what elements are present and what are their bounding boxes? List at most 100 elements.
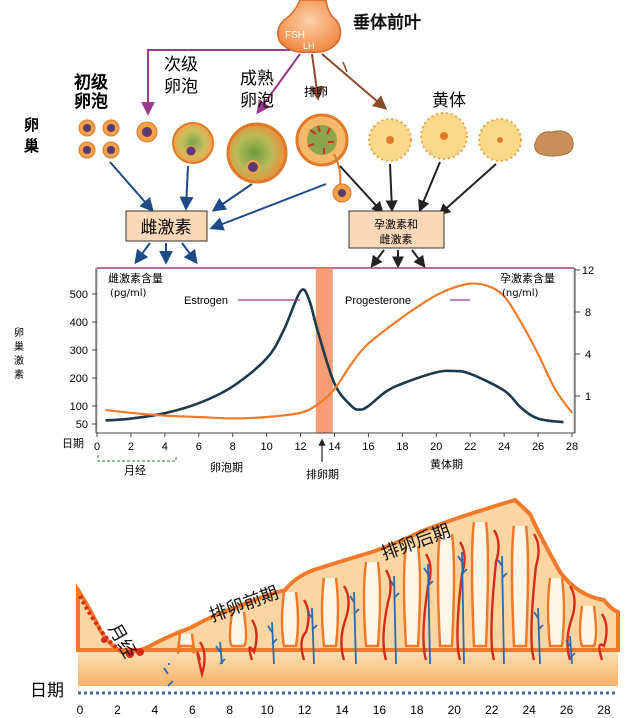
secondary-follicle-label-2: 卵泡	[164, 77, 198, 97]
endometrium-day-tick: 14	[335, 703, 349, 717]
endometrium-day-tick: 28	[597, 703, 611, 717]
x-tick-label: 24	[498, 441, 510, 453]
ovulation-label: 排卵	[304, 85, 328, 99]
phase-follicular: 卵泡期	[210, 460, 243, 474]
chart-side-label: 卵 巢 激 素	[14, 327, 24, 381]
right-axis-unit: (ng/ml)	[502, 288, 538, 299]
x-tick-label: 26	[532, 441, 544, 453]
x-tick-label: 6	[196, 441, 202, 453]
estrogen-series-line	[105, 288, 564, 424]
estrogen-box: 雌激素	[125, 210, 208, 242]
left-tick-label: 50	[76, 419, 88, 431]
lh-label: LH	[303, 41, 315, 51]
side-label-3: 激	[14, 354, 24, 367]
corpus-luteum-series	[368, 112, 574, 162]
endometrium-day-tick: 4	[152, 703, 159, 717]
endometrial-glands	[176, 521, 598, 654]
mature-follicle	[226, 122, 288, 184]
endometrium-day-tick: 16	[373, 703, 387, 717]
left-tick-label: 500	[70, 289, 88, 301]
left-tick-label: 400	[70, 317, 88, 329]
endometrium-day-tick: 2	[114, 703, 121, 717]
right-tick-label: 4	[585, 349, 591, 361]
endometrium-day-tick: 12	[298, 703, 312, 717]
endometrium-day-tick: 18	[410, 703, 424, 717]
endometrium-illustration	[76, 497, 620, 687]
spiral-arteries	[163, 529, 608, 687]
box-to-chart-arrows	[134, 242, 426, 269]
secondary-follicle	[172, 122, 214, 164]
endometrium-day-tick: 20	[448, 703, 462, 717]
x-tick-label: 16	[362, 441, 374, 453]
ovary-label-1: 卵	[24, 116, 39, 134]
x-tick-label: 14	[328, 441, 340, 453]
primary-follicle-label-1: 初级	[74, 72, 108, 93]
endometrium-day-tick: 10	[260, 703, 274, 717]
x-tick-label: 20	[430, 441, 442, 453]
progesterone-series-line	[105, 282, 573, 420]
endometrium-day-tick: 26	[560, 703, 574, 717]
progesterone-box-line2: 雌激素	[380, 232, 413, 246]
pituitary-title: 垂体前叶	[353, 12, 421, 33]
phase-luteal: 黄体期	[430, 457, 463, 471]
primary-follicle-label-2: 卵泡	[74, 91, 108, 112]
x-tick-label: 8	[230, 441, 236, 453]
small-follicle	[136, 121, 158, 143]
endometrium-day-tick: 0	[77, 703, 84, 717]
endometrium-surface	[76, 497, 620, 655]
corpus-luteum-label: 黄体	[432, 91, 466, 111]
x-tick-label: 10	[261, 441, 273, 453]
endometrium-day-tick: 6	[189, 703, 196, 717]
menstruation-bracket	[97, 455, 177, 462]
x-tick-label: 12	[294, 441, 306, 453]
endometrium-base	[78, 650, 618, 686]
left-tick-label: 300	[70, 345, 88, 357]
x-axis-prefix: 日期	[62, 437, 84, 450]
released-ovum	[332, 183, 352, 203]
left-axis-unit: (pg/ml)	[110, 288, 146, 299]
left-tick-label: 200	[70, 373, 88, 385]
progesterone-box-line1: 孕激素和	[374, 217, 418, 231]
progesterone-box: 孕激素和 雌激素	[348, 210, 445, 249]
left-axis-title: 雌激素含量	[108, 271, 163, 285]
progesterone-series-label: Progesterone	[345, 295, 411, 307]
x-tick-label: 18	[396, 441, 408, 453]
side-label-2: 巢	[14, 340, 24, 353]
chart-plot-area	[96, 267, 575, 434]
estrogen-box-label: 雌激素	[141, 218, 192, 238]
endometrium-day-tick: 22	[485, 703, 499, 717]
luteum-to-progesterone-arrows	[339, 161, 497, 216]
x-tick-label: 2	[128, 441, 134, 453]
right-tick-label: 12	[582, 265, 594, 277]
mature-follicle-label-2: 卵泡	[240, 91, 274, 111]
ovulating-follicle	[295, 113, 349, 185]
endometrium-day-label: 日期	[30, 681, 64, 701]
right-tick-label: 1	[585, 391, 591, 403]
menstrual-bleeding	[78, 595, 144, 658]
right-tick-label: 8	[585, 307, 591, 319]
phase-menstruation: 月经	[124, 464, 146, 477]
endometrium-day-tick: 24	[522, 703, 536, 717]
x-tick-label: 22	[464, 441, 476, 453]
follicle-to-estrogen-arrows	[109, 161, 327, 231]
primary-follicles	[78, 119, 120, 159]
endometrium-day-tick: 8	[226, 703, 233, 717]
secondary-follicle-label-1: 次级	[164, 55, 198, 75]
pituitary-arrows	[141, 49, 388, 116]
x-tick-label: 0	[94, 441, 100, 453]
pituitary-gland	[277, 0, 342, 54]
x-tick-label: 28	[566, 441, 578, 453]
phase-ovulation: 排卵期	[306, 467, 339, 481]
fsh-label: FSH	[285, 30, 305, 41]
ovary-label-2: 巢	[23, 137, 39, 155]
side-label-4: 素	[14, 368, 24, 381]
side-label-1: 卵	[14, 327, 24, 339]
mature-follicle-label-1: 成熟	[240, 68, 274, 89]
estrogen-series-label: Estrogen	[184, 295, 228, 307]
x-tick-label: 4	[162, 441, 168, 453]
right-axis-title: 孕激素含量	[500, 271, 555, 285]
